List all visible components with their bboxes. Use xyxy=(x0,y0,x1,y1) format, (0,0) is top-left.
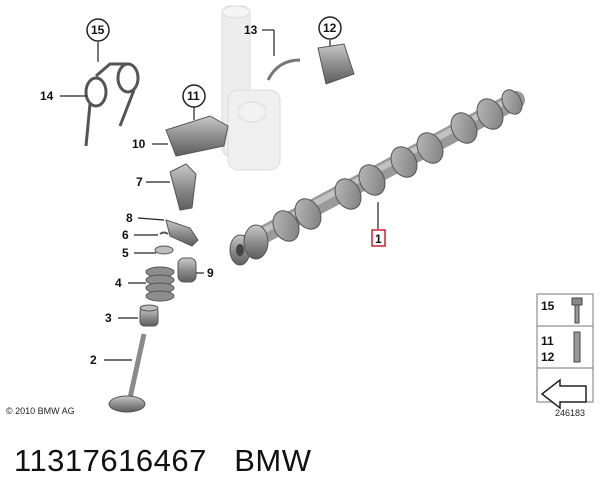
fastener-legend: 15 11 12 xyxy=(536,293,594,410)
callout-12: 12 xyxy=(323,21,337,35)
callout-7: 7 xyxy=(136,175,143,189)
callout-labels: 2 3 4 5 6 7 8 9 10 13 14 xyxy=(40,23,258,367)
callout-1: 1 xyxy=(375,232,382,246)
callout-14: 14 xyxy=(40,89,54,103)
legend-11: 11 xyxy=(541,334,554,348)
callout-8: 8 xyxy=(126,211,133,225)
hva-element xyxy=(177,257,197,283)
brand: BMW xyxy=(234,443,312,478)
intermediate-lever xyxy=(169,163,197,211)
callout-5: 5 xyxy=(122,246,129,260)
legend-15: 15 xyxy=(541,299,555,313)
tensioner-ghost xyxy=(221,5,281,171)
callout-4: 4 xyxy=(115,276,122,290)
spring-retainer xyxy=(154,245,174,255)
camshaft xyxy=(229,89,525,266)
circled-callouts: 15 11 12 xyxy=(86,16,342,108)
valve-stem-seal xyxy=(139,304,159,327)
part-number: 11317616467 xyxy=(14,443,207,478)
parts-diagram: 2 3 4 5 6 7 8 9 10 13 14 1 15 11 12 15 1… xyxy=(40,5,594,413)
pin-icon xyxy=(573,331,581,363)
actuator-bracket xyxy=(266,43,355,85)
roller-cam-follower xyxy=(165,219,199,247)
callout-6: 6 xyxy=(122,228,129,242)
callout-1-highlight: 1 xyxy=(371,229,386,247)
legend-12: 12 xyxy=(541,350,555,364)
gate-block xyxy=(165,115,229,157)
callout-13: 13 xyxy=(244,23,258,37)
callout-3: 3 xyxy=(105,311,112,325)
diagram-number: 246183 xyxy=(555,408,586,418)
valve-cotter xyxy=(159,231,169,235)
callout-2: 2 xyxy=(90,353,97,367)
bolt-icon xyxy=(571,297,583,324)
callout-15: 15 xyxy=(91,23,105,37)
torsion-spring xyxy=(84,62,140,147)
copyright-notice: © 2010 BMW AG xyxy=(6,406,75,416)
callout-9: 9 xyxy=(207,266,214,280)
valve-spring xyxy=(145,266,175,302)
callout-10: 10 xyxy=(132,137,146,151)
leader-lines xyxy=(60,29,379,361)
valve xyxy=(108,333,147,413)
part-caption: 11317616467 BMW xyxy=(14,443,311,479)
callout-11: 11 xyxy=(187,89,200,103)
arrow-icon xyxy=(540,378,587,410)
